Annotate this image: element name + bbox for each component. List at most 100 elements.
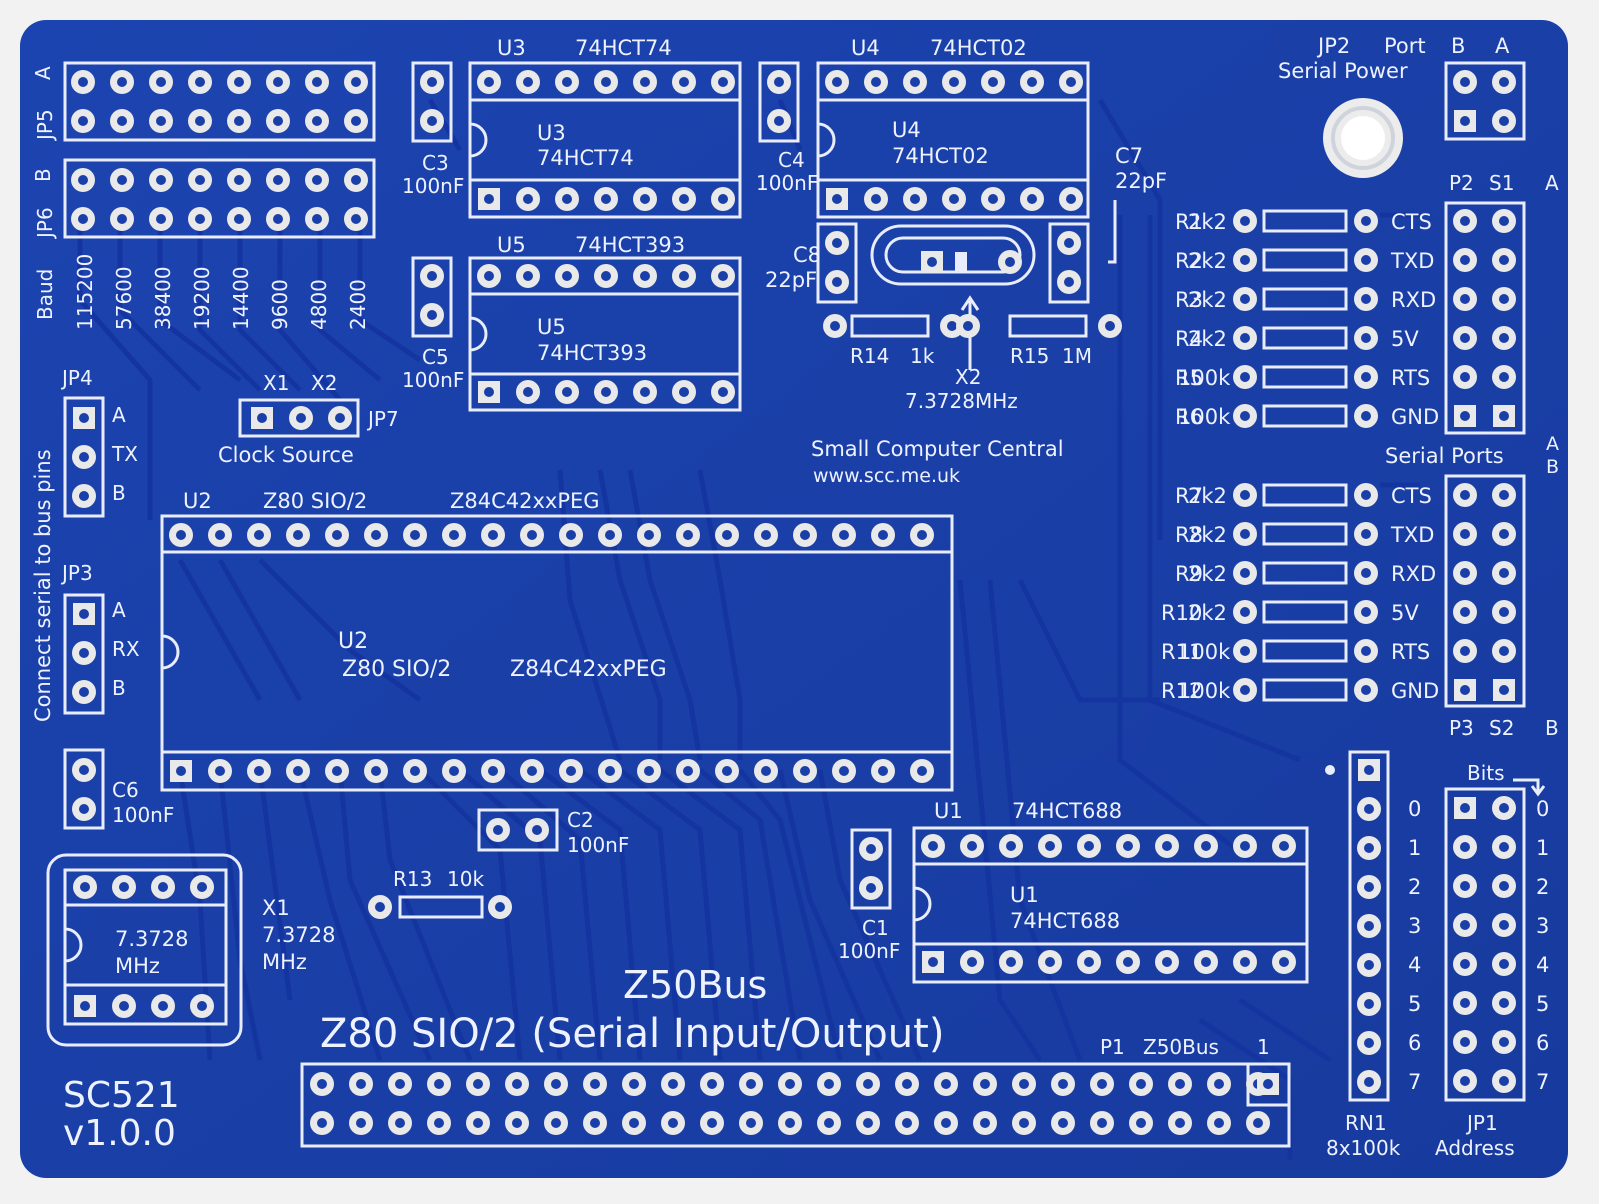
p2-side-a: A — [1545, 171, 1559, 195]
pad-hole — [156, 175, 166, 185]
pad-hole — [1361, 333, 1371, 343]
pad-hole — [158, 882, 168, 892]
jp6-label: JP6 — [33, 207, 57, 240]
pad-hole — [1084, 841, 1094, 851]
jp2-outline — [1444, 61, 1526, 141]
u2-part1: Z80 SIO/2 — [342, 657, 451, 682]
bit-label-right-4: 4 — [1536, 953, 1549, 977]
u3-top-part: 74HCT74 — [575, 36, 672, 60]
board-substrate — [20, 20, 1568, 1178]
res-body-R3 — [1262, 287, 1348, 311]
u2-body — [160, 550, 954, 754]
res-sig-R3: RXD — [1391, 288, 1436, 312]
pad-hole — [79, 491, 89, 501]
pad-hole — [967, 841, 977, 851]
pad-hole — [495, 902, 505, 912]
pad-hole — [79, 609, 89, 619]
pad-hole — [117, 77, 127, 87]
rn1-val: 8x100k — [1326, 1136, 1401, 1160]
c3-outline — [411, 61, 453, 143]
r15-val: 1M — [1062, 344, 1092, 368]
res-body-R5 — [1262, 365, 1348, 389]
x2-ref: X2 — [955, 365, 981, 389]
p1-name: Z50Bus — [1143, 1035, 1219, 1059]
osc-x1-freq: 7.3728 — [115, 927, 188, 951]
pad-hole — [1460, 490, 1470, 500]
p1-pin1: 1 — [1257, 1035, 1270, 1059]
pad-hole — [1240, 568, 1250, 578]
p3-outline — [1444, 474, 1526, 708]
pad-hole — [601, 271, 611, 281]
pad-hole — [158, 1001, 168, 1011]
pad-hole — [949, 194, 959, 204]
res-sig-R8: TXD — [1390, 523, 1434, 547]
pad-hole — [910, 77, 920, 87]
pad-hole — [832, 194, 842, 204]
pad-hole — [800, 766, 810, 776]
u2-top-part1: Z80 SIO/2 — [263, 489, 367, 513]
pads — [71, 70, 1516, 1135]
pad-hole — [718, 271, 728, 281]
pad-hole — [79, 648, 89, 658]
pad-hole — [746, 1079, 756, 1089]
jp1-ref: JP1 — [1465, 1111, 1498, 1135]
pad-hole — [1240, 685, 1250, 695]
pad-hole — [562, 271, 572, 281]
pad-hole — [427, 310, 437, 320]
jp7-x2: X2 — [311, 371, 337, 395]
baud-rate-19200: 19200 — [190, 266, 214, 330]
jp2-desc: Serial Power — [1278, 59, 1408, 83]
jp7-desc: Clock Source — [218, 443, 354, 467]
u2-ref: U2 — [338, 629, 368, 654]
chip-notch — [469, 122, 488, 158]
trace — [627, 469, 703, 761]
pad-hole — [79, 804, 89, 814]
pad-hole — [1499, 803, 1509, 813]
u1-body — [912, 862, 1309, 946]
pad-hole — [941, 1118, 951, 1128]
trace — [197, 230, 262, 392]
bit-label-left-6: 6 — [1408, 1031, 1421, 1055]
pad-hole — [562, 387, 572, 397]
pad-hole — [293, 766, 303, 776]
trace — [1097, 98, 1163, 540]
pad-hole — [980, 1079, 990, 1089]
trace — [217, 558, 303, 702]
baud-rate-2400: 2400 — [346, 279, 370, 330]
pad-hole — [332, 766, 342, 776]
res-ref-R10: R10 — [1161, 601, 1202, 625]
bit-label-left-4: 4 — [1408, 953, 1421, 977]
jp3-outline — [63, 593, 105, 715]
res-ref-R7: R7 — [1175, 484, 1203, 508]
x2-inner — [884, 236, 1022, 274]
trace — [277, 230, 342, 402]
pad-hole — [1240, 216, 1250, 226]
pad-hole — [928, 841, 938, 851]
pad-hole — [156, 214, 166, 224]
u3-top-ref: U3 — [497, 36, 526, 60]
u2-top-part2: Z84C42xxPEG — [450, 489, 600, 513]
pad-hole — [1019, 1118, 1029, 1128]
pad-hole — [1499, 607, 1509, 617]
pad-hole — [1240, 333, 1250, 343]
x2-outline — [870, 224, 1036, 286]
bit-label-right-3: 3 — [1536, 914, 1549, 938]
pad-hole — [718, 194, 728, 204]
jp6-outline — [63, 158, 376, 239]
pad-hole — [1499, 920, 1509, 930]
pad-hole — [197, 1001, 207, 1011]
x1-freq: 7.3728 — [262, 923, 335, 947]
pad-hole — [562, 77, 572, 87]
pad-hole — [1058, 1118, 1068, 1128]
jp5-outline — [63, 61, 376, 142]
rn1-ref: RN1 — [1345, 1111, 1387, 1135]
pad-hole — [1066, 77, 1076, 87]
pad-hole — [1123, 957, 1133, 967]
pad-hole — [605, 530, 615, 540]
pad-hole — [1005, 257, 1015, 267]
u5-part: 74HCT393 — [537, 341, 647, 365]
pad-hole — [629, 1079, 639, 1089]
pad-hole — [215, 766, 225, 776]
u4-ref: U4 — [892, 118, 921, 142]
